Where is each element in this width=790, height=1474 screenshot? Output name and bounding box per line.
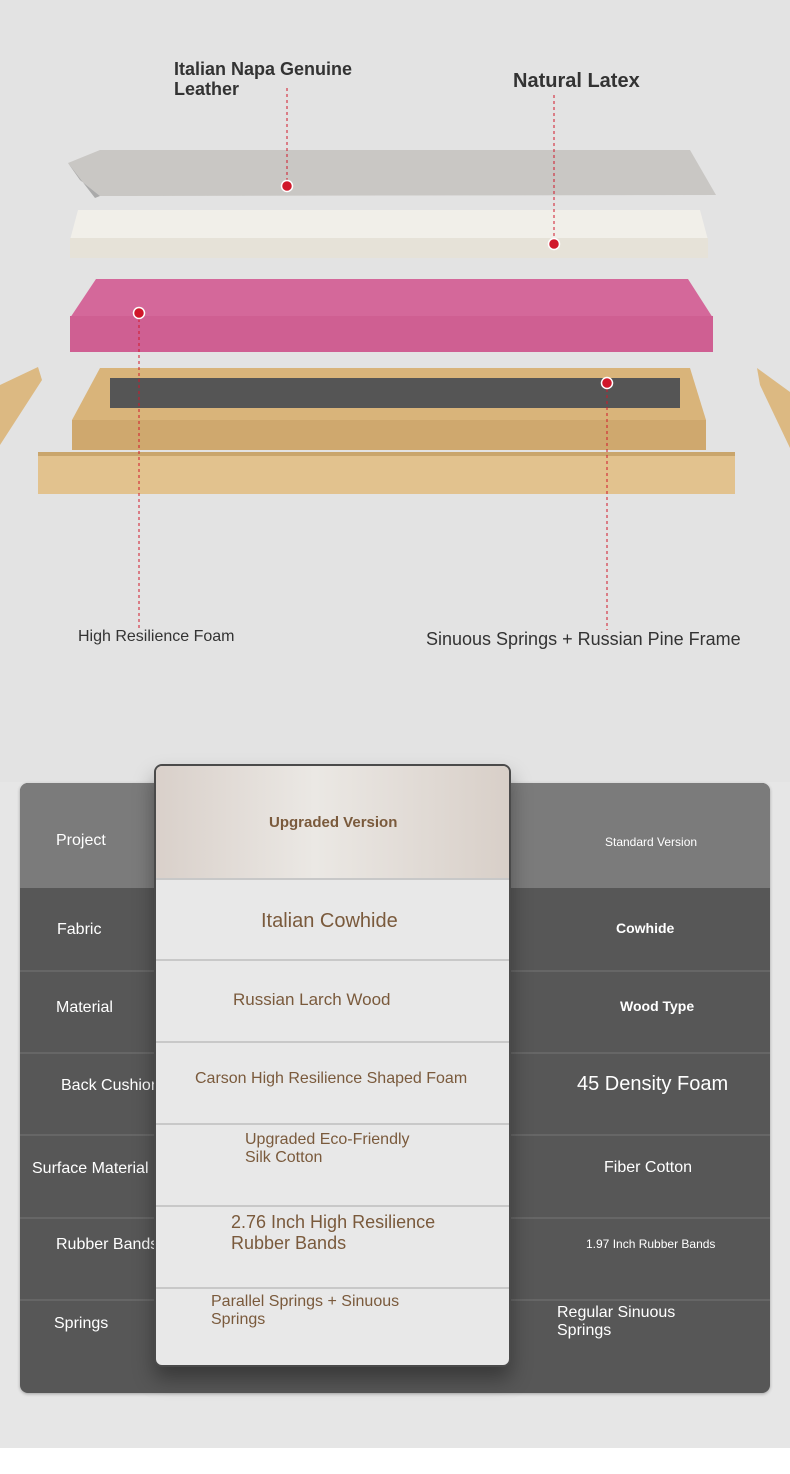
leather-layer [68,150,716,198]
header-upgraded: Upgraded Version [269,814,398,831]
callout-lines [138,88,608,630]
standard-value: Regular Sinuous Springs [557,1304,676,1340]
standard-value: Cowhide [616,920,675,936]
upgraded-value: Russian Larch Wood [233,990,391,1009]
row-label: Fabric [57,921,102,938]
callout-markers [132,179,614,390]
row-label: Material [56,999,113,1016]
header-project: Project [56,832,106,849]
header-standard: Standard Version [605,835,698,849]
exploded-diagram: Italian Napa Genuine Leather Natural Lat… [0,0,790,782]
standard-value: Wood Type [620,998,695,1014]
row-label: Surface Material [32,1160,149,1177]
callout-latex: Natural Latex [513,70,640,92]
sofa-layers-illustration [0,88,790,630]
row-label: Back Cushion [61,1077,160,1094]
row-label: Springs [54,1315,109,1332]
side-frame-left [0,367,42,445]
standard-value: 1.97 Inch Rubber Bands [586,1237,716,1251]
callout-frame: Sinuous Springs + Russian Pine Frame [426,629,741,649]
row-label: Rubber Bands [56,1236,159,1253]
callout-leather: Italian Napa Genuine Leather [174,59,353,99]
callout-foam: High Resilience Foam [78,628,235,645]
upgraded-value: Italian Cowhide [261,910,398,932]
foam-layer [70,279,713,352]
upgraded-value: Carson High Resilience Shaped Foam [195,1070,468,1087]
side-frame-right [757,368,790,448]
upgraded-value: Parallel Springs + Sinuous Springs [211,1293,400,1329]
frame-layer [38,368,735,494]
standard-value: Fiber Cotton [604,1159,693,1176]
card-header [156,766,509,879]
standard-value: 45 Density Foam [577,1073,729,1095]
latex-layer [70,210,708,258]
upgraded-value: 2.76 Inch High Resilience Rubber Bands [231,1212,436,1253]
upgraded-version-card: Upgraded Version Italian Cowhide Russian… [154,764,511,1367]
upgraded-value: Upgraded Eco-Friendly Silk Cotton [245,1131,410,1167]
